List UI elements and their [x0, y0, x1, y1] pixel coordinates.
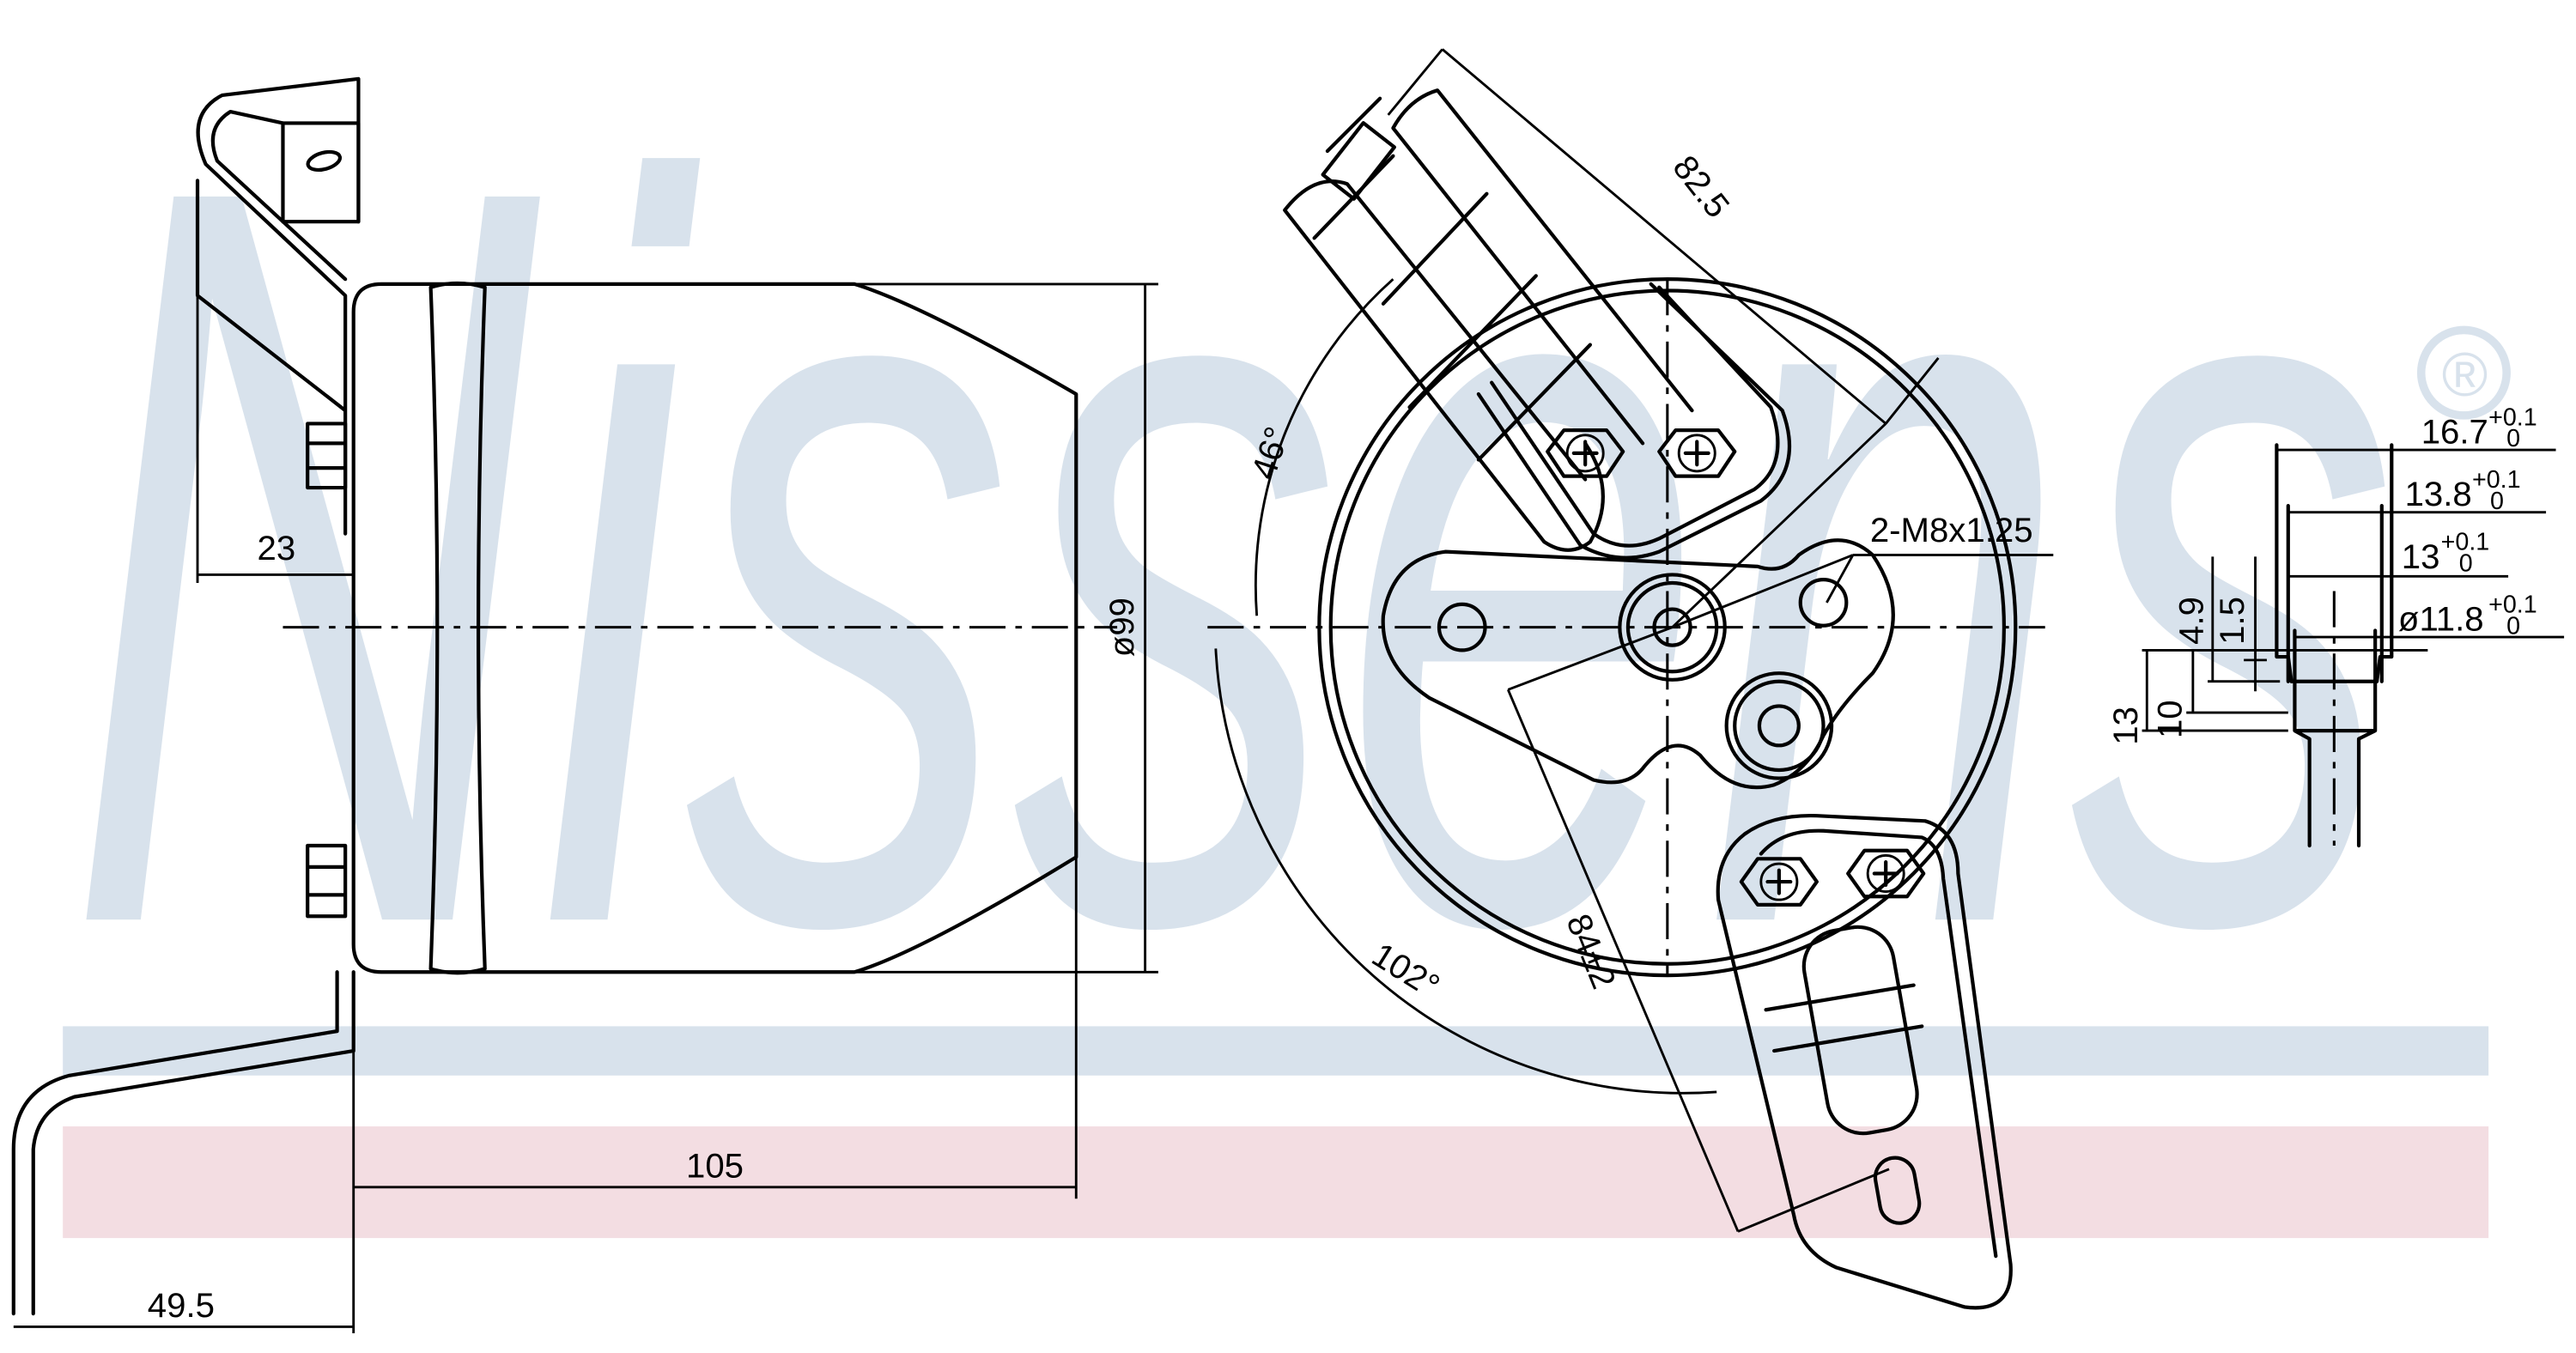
port-detail: 16.7 +0.1 0 13.8 +0.1 0 13 +0.1 0 ø11.8 …: [2106, 403, 2565, 848]
tolerance-dim: 13.8 +0.1 0: [2405, 466, 2521, 515]
drier-body: [351, 282, 1078, 974]
svg-text:0: 0: [2506, 425, 2520, 452]
outlet-port: [1724, 671, 1834, 780]
dim-diameter-11-8: ø11.8: [2398, 599, 2484, 638]
dim-49-5: 49.5: [148, 1286, 215, 1325]
flange-plate: [1381, 538, 1895, 790]
dim-13-height: 13: [2106, 707, 2145, 745]
dim-16-7: 16.7: [2421, 412, 2488, 451]
bolt-icon: [1657, 428, 1737, 478]
bottom-bracket: [11, 970, 355, 1316]
svg-text:+0.1: +0.1: [2441, 529, 2490, 556]
tolerance-dim: 16.7 +0.1 0: [2421, 403, 2537, 452]
svg-text:+0.1: +0.1: [2488, 591, 2537, 618]
watermark-band-pink: [63, 1126, 2489, 1239]
bolt-icon: [1846, 848, 1926, 899]
mount-hole: [1798, 578, 1849, 628]
mount-hole: [1437, 602, 1487, 652]
dim-13-8: 13.8: [2405, 475, 2472, 513]
tolerance-dim: 13 +0.1 0: [2402, 529, 2490, 578]
svg-text:0: 0: [2459, 550, 2473, 578]
svg-text:0: 0: [2490, 488, 2504, 515]
bolt-icon: [1739, 857, 1819, 907]
tolerance-dim: ø11.8 +0.1 0: [2398, 591, 2537, 640]
thread-callout: 2-M8x1.25: [1870, 511, 2033, 549]
dim-23: 23: [257, 529, 295, 567]
svg-text:+0.1: +0.1: [2488, 403, 2537, 431]
side-view: 23 ø99 105 49.5: [11, 76, 1158, 1334]
lower-bracket: [1716, 813, 2013, 1310]
dim-1-5: 1.5: [2213, 597, 2251, 645]
svg-text:0: 0: [2506, 612, 2520, 640]
dim-105: 105: [686, 1146, 744, 1185]
nut-icon: [306, 843, 348, 919]
dim-13: 13: [2402, 537, 2440, 576]
inlet-port: [1618, 573, 1727, 682]
bolt-icon: [1546, 428, 1625, 478]
svg-text:®: ®: [2441, 340, 2488, 410]
svg-text:+0.1: +0.1: [2472, 466, 2521, 494]
sight-tube: [1283, 88, 1694, 552]
registered-mark: ®: [2416, 325, 2511, 420]
watermark-band-blue: [63, 1026, 2489, 1076]
dim-diameter-99: ø99: [1103, 598, 1141, 657]
dim-4-9: 4.9: [2172, 597, 2210, 645]
top-bracket-loop: [1476, 282, 1792, 560]
dim-10: 10: [2150, 700, 2189, 738]
nut-icon: [306, 422, 348, 490]
